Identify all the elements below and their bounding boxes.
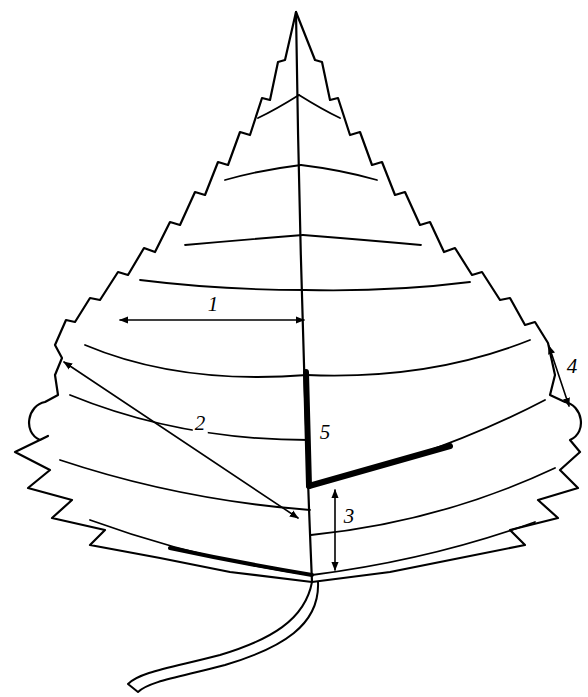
vein-distance-arrow	[334, 490, 336, 570]
leaf-outline	[15, 12, 581, 582]
petiole	[128, 582, 318, 692]
basal-vein-thick-segment	[170, 548, 312, 575]
vein-thick-segment	[309, 446, 450, 486]
midrib-thick-segment	[306, 372, 309, 486]
callout-number: 3	[342, 505, 357, 528]
callout-number: 2	[193, 412, 208, 435]
callout-number: 1	[206, 293, 221, 316]
callout-number: 4	[565, 355, 580, 378]
width-arrow	[120, 319, 304, 321]
measure-arrows	[64, 320, 569, 570]
vein-length-arrow	[64, 362, 298, 518]
callout-number: 5	[318, 421, 333, 444]
lateral-veins	[60, 95, 555, 575]
